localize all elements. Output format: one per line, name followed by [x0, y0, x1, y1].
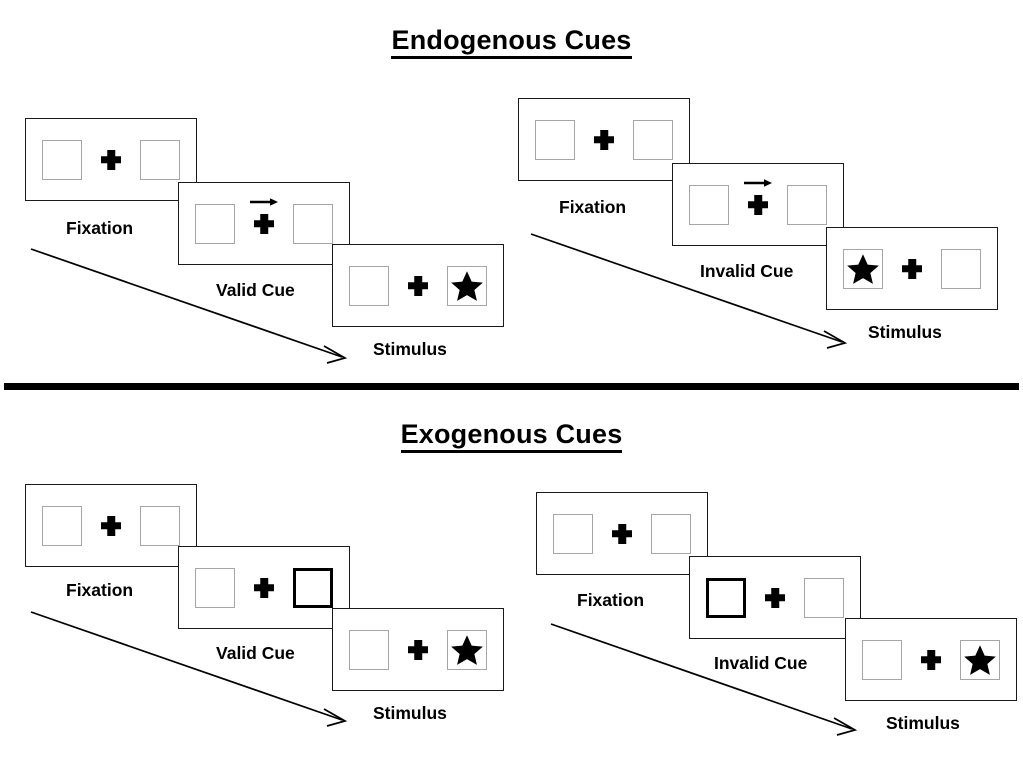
- section-divider: [4, 383, 1019, 390]
- caption-endogenous-valid-cue: Valid Cue: [216, 280, 295, 300]
- right-box: [651, 513, 691, 554]
- left-box-cued: [706, 577, 746, 618]
- panel-exogenous-invalid-stimulus: [845, 618, 1017, 701]
- panel-endogenous-invalid-cue: [672, 163, 844, 246]
- section-title-exogenous-text: Exogenous Cues: [400, 419, 623, 453]
- left-box: [349, 629, 389, 670]
- panel-exogenous-valid-stimulus: [332, 608, 504, 691]
- caption-exogenous-valid-cue: Valid Cue: [216, 643, 295, 663]
- star-icon: [451, 270, 483, 301]
- left-box: [553, 513, 593, 554]
- left-box: [689, 184, 729, 225]
- right-box: [804, 577, 844, 618]
- right-box: [140, 505, 180, 546]
- left-box-with-target: [843, 248, 883, 289]
- panel-endogenous-invalid-stimulus: [826, 227, 998, 310]
- star-icon: [451, 634, 483, 665]
- arrow-right-icon: [744, 178, 772, 187]
- panel-endogenous-invalid-fixation: [518, 98, 690, 181]
- left-box: [195, 203, 235, 244]
- left-box: [862, 639, 902, 680]
- fixation-cross-icon: [744, 178, 772, 216]
- fixation-cross-icon: [250, 197, 278, 235]
- endogenous-invalid-time-arrow: [530, 233, 848, 349]
- arrow-right-icon: [250, 197, 278, 206]
- fixation-cross-icon: [100, 149, 122, 171]
- fixation-cross-icon: [253, 577, 275, 599]
- right-box-with-target: [447, 265, 487, 306]
- caption-exogenous-invalid-stimulus: Stimulus: [886, 713, 960, 733]
- panel-endogenous-valid-stimulus: [332, 244, 504, 327]
- fixation-cross-icon: [901, 258, 923, 280]
- section-title-endogenous: Endogenous Cues: [0, 25, 1023, 59]
- star-icon: [964, 644, 996, 675]
- left-box: [42, 505, 82, 546]
- caption-endogenous-invalid-fixation: Fixation: [559, 197, 627, 217]
- panel-endogenous-valid-fixation: [25, 118, 197, 201]
- right-box: [293, 203, 333, 244]
- fixation-cross-icon: [100, 515, 122, 537]
- caption-exogenous-valid-fixation: Fixation: [66, 580, 134, 600]
- right-box: [941, 248, 981, 289]
- caption-endogenous-valid-stimulus: Stimulus: [373, 339, 447, 359]
- left-box: [535, 119, 575, 160]
- right-box: [787, 184, 827, 225]
- fixation-cross-icon: [407, 275, 429, 297]
- caption-exogenous-invalid-cue: Invalid Cue: [714, 653, 808, 673]
- fixation-cross-icon: [407, 639, 429, 661]
- caption-exogenous-valid-stimulus: Stimulus: [373, 703, 447, 723]
- right-box-with-target: [447, 629, 487, 670]
- caption-exogenous-invalid-fixation: Fixation: [577, 590, 645, 610]
- section-title-endogenous-text: Endogenous Cues: [391, 25, 632, 59]
- panel-exogenous-valid-fixation: [25, 484, 197, 567]
- caption-endogenous-invalid-cue: Invalid Cue: [700, 261, 794, 281]
- left-box: [42, 139, 82, 180]
- caption-endogenous-valid-fixation: Fixation: [66, 218, 134, 238]
- fixation-cross-icon: [593, 129, 615, 151]
- section-title-exogenous: Exogenous Cues: [0, 419, 1023, 453]
- right-box-with-target: [960, 639, 1000, 680]
- caption-endogenous-invalid-stimulus: Stimulus: [868, 322, 942, 342]
- right-box: [140, 139, 180, 180]
- panel-exogenous-invalid-cue: [689, 556, 861, 639]
- panel-exogenous-invalid-fixation: [536, 492, 708, 575]
- panel-exogenous-valid-cue: [178, 546, 350, 629]
- panel-endogenous-valid-cue: [178, 182, 350, 265]
- fixation-cross-icon: [611, 523, 633, 545]
- right-box-cued: [293, 567, 333, 608]
- left-box: [195, 567, 235, 608]
- fixation-cross-icon: [764, 587, 786, 609]
- right-box: [633, 119, 673, 160]
- star-icon: [847, 253, 879, 284]
- fixation-cross-icon: [920, 649, 942, 671]
- left-box: [349, 265, 389, 306]
